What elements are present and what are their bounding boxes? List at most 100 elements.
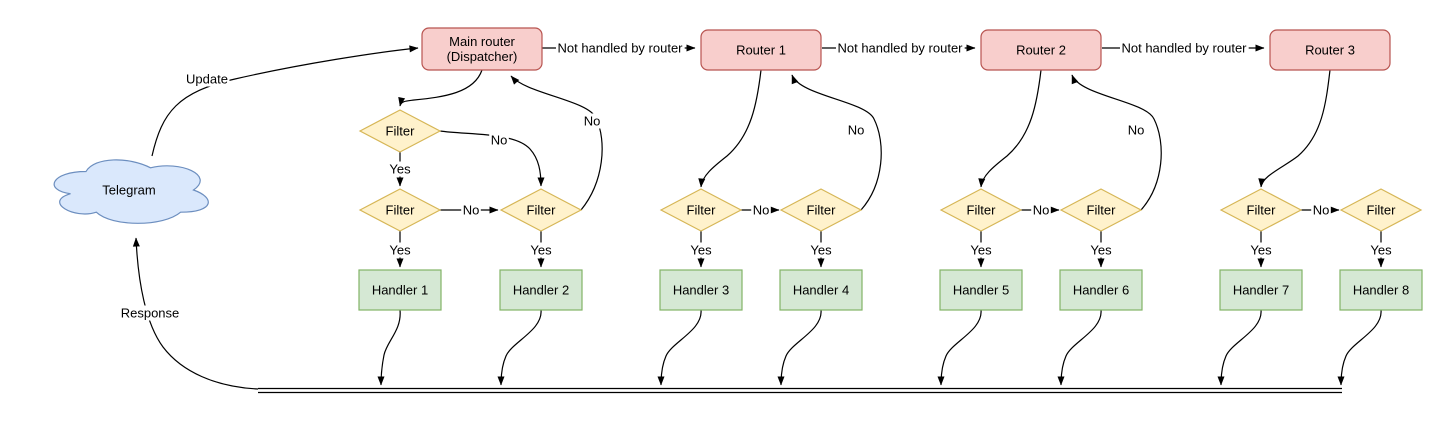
handler-4-label: Handler 4 xyxy=(793,283,849,298)
label-bg-not-handled-2 xyxy=(835,40,965,56)
edge-handler6-to-bus xyxy=(1057,309,1102,386)
node-handler-1: Handler 1 xyxy=(358,269,442,311)
label-bg-main-left-no xyxy=(461,202,481,218)
edge-main-top-no xyxy=(439,130,545,187)
label-bg-router3-left-yes xyxy=(1248,242,1274,258)
node-router-1: Router 1 xyxy=(700,29,822,71)
label-main-right-yes: Yes xyxy=(530,243,552,258)
node-filter-r1-right: Filter xyxy=(779,188,863,232)
label-router1-no-return: No xyxy=(848,123,865,138)
label-router2-right-yes: Yes xyxy=(1090,243,1112,258)
router-2-box-shape xyxy=(980,29,1102,71)
node-router-3: Router 3 xyxy=(1269,29,1391,71)
label-response: Response xyxy=(121,306,180,321)
handler-8-label: Handler 8 xyxy=(1353,283,1409,298)
label-router3-right-yes: Yes xyxy=(1370,243,1392,258)
edge-handler7-to-bus xyxy=(1217,309,1262,386)
edge-handler2-to-bus xyxy=(497,309,542,386)
handler-7-label: Handler 7 xyxy=(1233,283,1289,298)
label-bg-response xyxy=(119,305,181,321)
node-filter-main-left: Filter xyxy=(358,188,442,232)
router-3-box-shape xyxy=(1269,29,1391,71)
edge-handler8-to-bus xyxy=(1337,309,1382,386)
filter-main-top-diamond-shape xyxy=(358,109,442,153)
filter-r3-left-label: Filter xyxy=(1247,203,1277,218)
edge-main-right-no-return xyxy=(510,75,603,211)
handler-1-box-shape xyxy=(358,269,442,311)
main-router-label: Main router xyxy=(449,34,515,49)
label-bg-not-handled-1 xyxy=(555,40,685,56)
node-filter-r1-left: Filter xyxy=(659,188,743,232)
label-bg-router2-no-return xyxy=(1126,122,1146,138)
edge-handler1-to-bus xyxy=(377,309,401,386)
handler-2-label: Handler 2 xyxy=(513,283,569,298)
handler-6-label: Handler 6 xyxy=(1073,283,1129,298)
router-2-label: Router 2 xyxy=(1016,43,1066,58)
edge-handler5-to-bus xyxy=(937,309,982,386)
label-bg-router1-no-return xyxy=(846,122,866,138)
label-router3-left-yes: Yes xyxy=(1250,243,1272,258)
edge-router2-no-return xyxy=(1071,74,1162,211)
edge-router1-no-return xyxy=(791,74,882,211)
handler-3-box-shape xyxy=(659,269,743,311)
handler-5-label: Handler 5 xyxy=(953,283,1009,298)
label-main-top-no: No xyxy=(491,133,508,148)
node-handler-8: Handler 8 xyxy=(1339,269,1423,311)
edge-handler4-to-bus xyxy=(777,309,822,386)
label-bg-router3-no xyxy=(1311,202,1331,218)
label-update: Update xyxy=(186,72,228,87)
node-telegram: Telegram xyxy=(53,159,209,224)
edge-labels-layer: Update Not handled by router Not handled b… xyxy=(119,40,1394,321)
label-bg-router3-right-yes xyxy=(1368,242,1394,258)
edge-dispatcher-to-filter xyxy=(398,69,483,107)
handler-5-box-shape xyxy=(939,269,1023,311)
filter-main-left-label: Filter xyxy=(386,203,416,218)
router-1-label: Router 1 xyxy=(736,43,786,58)
edge-handler3-to-bus xyxy=(657,309,702,386)
node-handler-4: Handler 4 xyxy=(779,269,863,311)
handler-1-label: Handler 1 xyxy=(372,283,428,298)
main-router-box-shape xyxy=(421,27,543,71)
node-filter-r3-left: Filter xyxy=(1219,188,1303,232)
filter-main-right-label: Filter xyxy=(527,203,557,218)
node-filter-main-top: Filter xyxy=(358,109,442,153)
node-filter-main-right: Filter xyxy=(499,188,583,232)
label-router1-right-yes: Yes xyxy=(810,243,832,258)
filter-r1-right-diamond-shape xyxy=(779,188,863,232)
filter-main-top-label: Filter xyxy=(386,124,416,139)
label-not-handled-3: Not handled by router xyxy=(1121,41,1247,56)
edge-response xyxy=(132,237,259,390)
filter-r2-left-diamond-shape xyxy=(939,188,1023,232)
label-router2-left-yes: Yes xyxy=(970,243,992,258)
label-bg-not-handled-3 xyxy=(1119,40,1249,56)
edge-router3-to-filter xyxy=(1258,69,1331,188)
label-not-handled-2: Not handled by router xyxy=(837,41,963,56)
telegram-cloud-shape xyxy=(53,159,209,224)
edge-router2-to-filter xyxy=(978,69,1042,188)
filter-r2-right-diamond-shape xyxy=(1059,188,1143,232)
label-main-right-no-return: No xyxy=(584,114,601,129)
label-router1-left-yes: Yes xyxy=(690,243,712,258)
node-handler-3: Handler 3 xyxy=(659,269,743,311)
filter-r3-right-label: Filter xyxy=(1367,203,1397,218)
label-bg-main-left-yes xyxy=(387,242,413,258)
label-bg-router1-right-yes xyxy=(808,242,834,258)
filter-r3-right-diamond-shape xyxy=(1339,188,1423,232)
handler-4-box-shape xyxy=(779,269,863,311)
telegram-label: Telegram xyxy=(102,183,155,198)
nodes-layer: Telegram Main router(Dispatcher) Router 1 R… xyxy=(53,27,1423,311)
label-bg-update xyxy=(184,71,230,87)
label-bg-main-top-no xyxy=(489,132,509,148)
filter-r2-right-label: Filter xyxy=(1087,203,1117,218)
label-main-top-yes: Yes xyxy=(389,162,411,177)
handler-7-box-shape xyxy=(1219,269,1303,311)
label-bg-router2-left-yes xyxy=(968,242,994,258)
handler-6-box-shape xyxy=(1059,269,1143,311)
label-bg-router1-left-yes xyxy=(688,242,714,258)
node-main-router: Main router(Dispatcher) xyxy=(421,27,543,71)
label-bg-router1-no xyxy=(751,202,771,218)
node-filter-r3-right: Filter xyxy=(1339,188,1423,232)
handler-2-box-shape xyxy=(499,269,583,311)
